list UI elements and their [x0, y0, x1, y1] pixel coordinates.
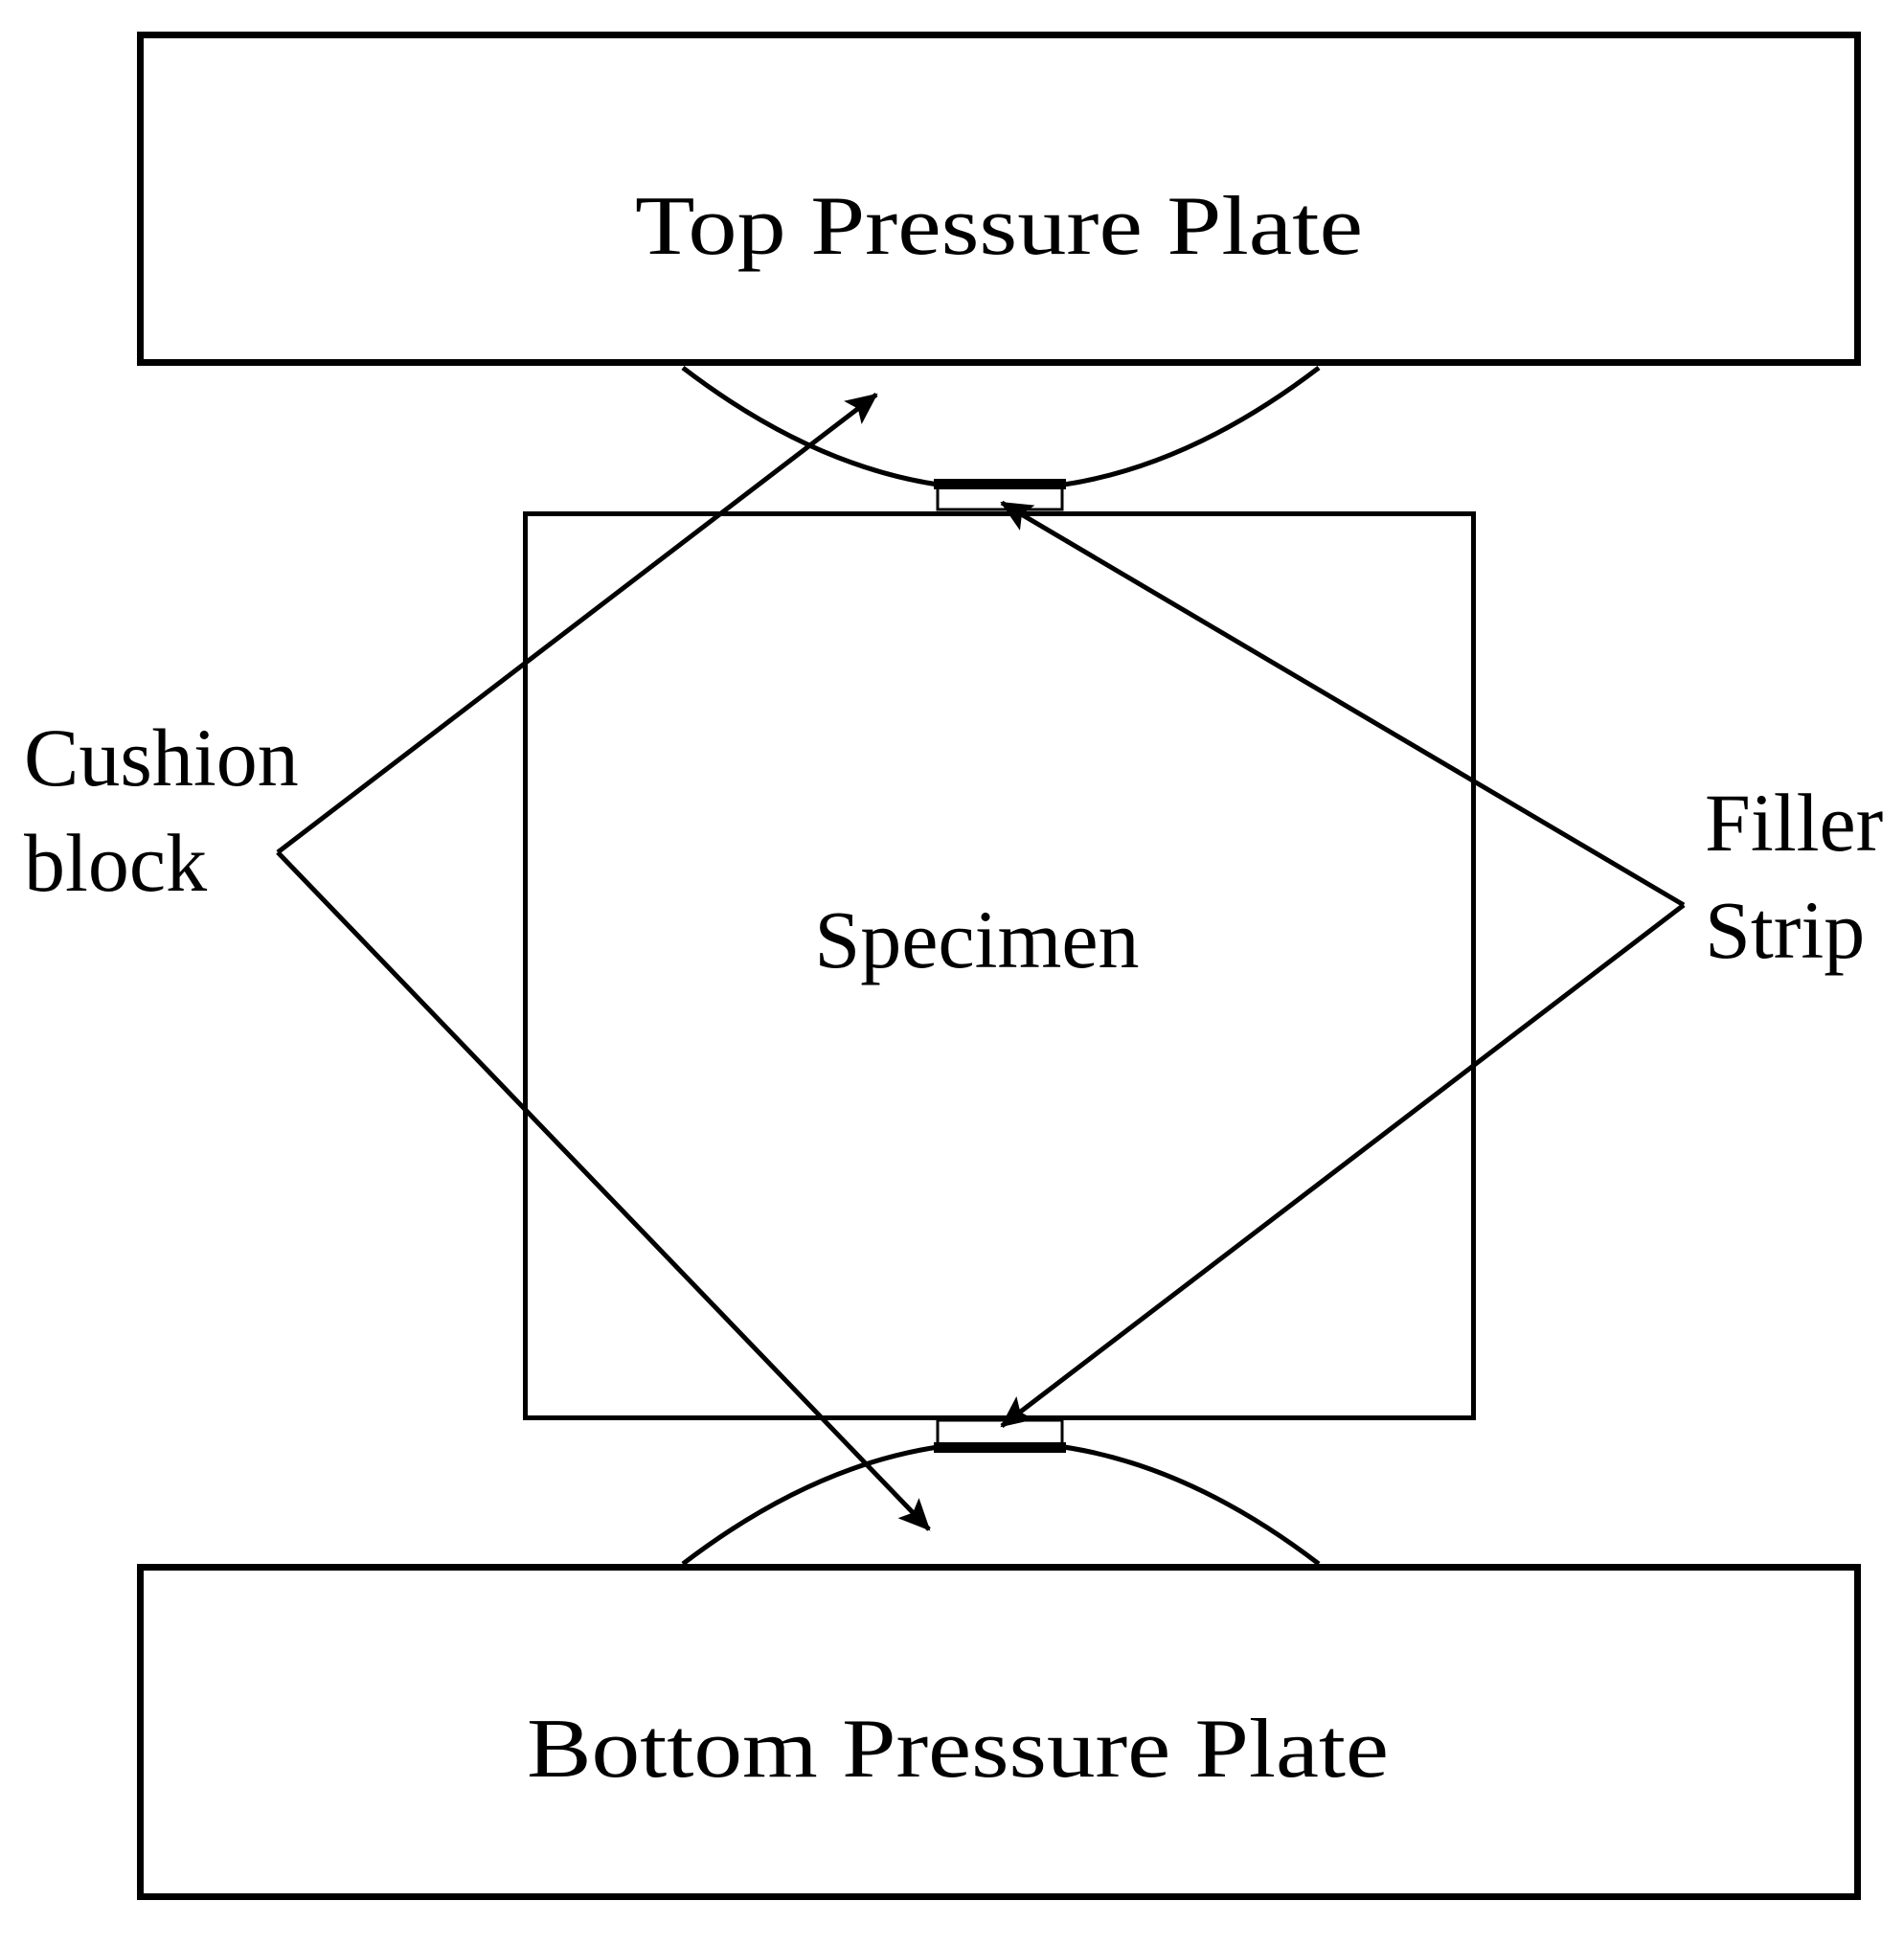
- bottom-filler-strip-group: [934, 1418, 1066, 1453]
- top-pressure-plate-rect: [137, 32, 1861, 366]
- cushion-block-leader-group: Cushion block: [24, 393, 931, 1531]
- filler-strip-label-line2: Strip: [1705, 884, 1865, 976]
- bottom-filler-strip-thick-edge: [934, 1442, 1066, 1453]
- top-pressure-plate-group: Top Pressure Plate: [137, 32, 1861, 366]
- cushion-block-label-line1: Cushion: [24, 712, 299, 803]
- bottom-pressure-plate-rect: [137, 1564, 1861, 1900]
- top-pressure-plate-label: Top Pressure Plate: [635, 180, 1363, 273]
- top-filler-strip-group: [934, 479, 1066, 511]
- filler-strip-leader-up: [1000, 500, 1686, 908]
- bottom-pressure-plate-label: Bottom Pressure Plate: [527, 1703, 1389, 1796]
- bottom-pressure-plate-group: Bottom Pressure Plate: [137, 1564, 1861, 1900]
- bottom-filler-strip-rect: [936, 1418, 1064, 1447]
- filler-strip-leader-down: [1000, 903, 1686, 1428]
- cushion-block-leader-up: [276, 393, 878, 854]
- filler-strip-leader-group: Filler Strip: [1000, 500, 1883, 1428]
- cushion-block-leader-down: [276, 850, 931, 1531]
- filler-strip-label-line1: Filler: [1705, 777, 1883, 869]
- specimen-label: Specimen: [814, 894, 1139, 985]
- cushion-block-bottom-arc: [681, 1439, 1321, 1566]
- top-filler-strip-thick-edge: [934, 479, 1066, 489]
- specimen-group: Specimen: [523, 511, 1476, 1420]
- specimen-rect: [523, 511, 1476, 1420]
- cushion-block-label-line2: block: [24, 817, 207, 909]
